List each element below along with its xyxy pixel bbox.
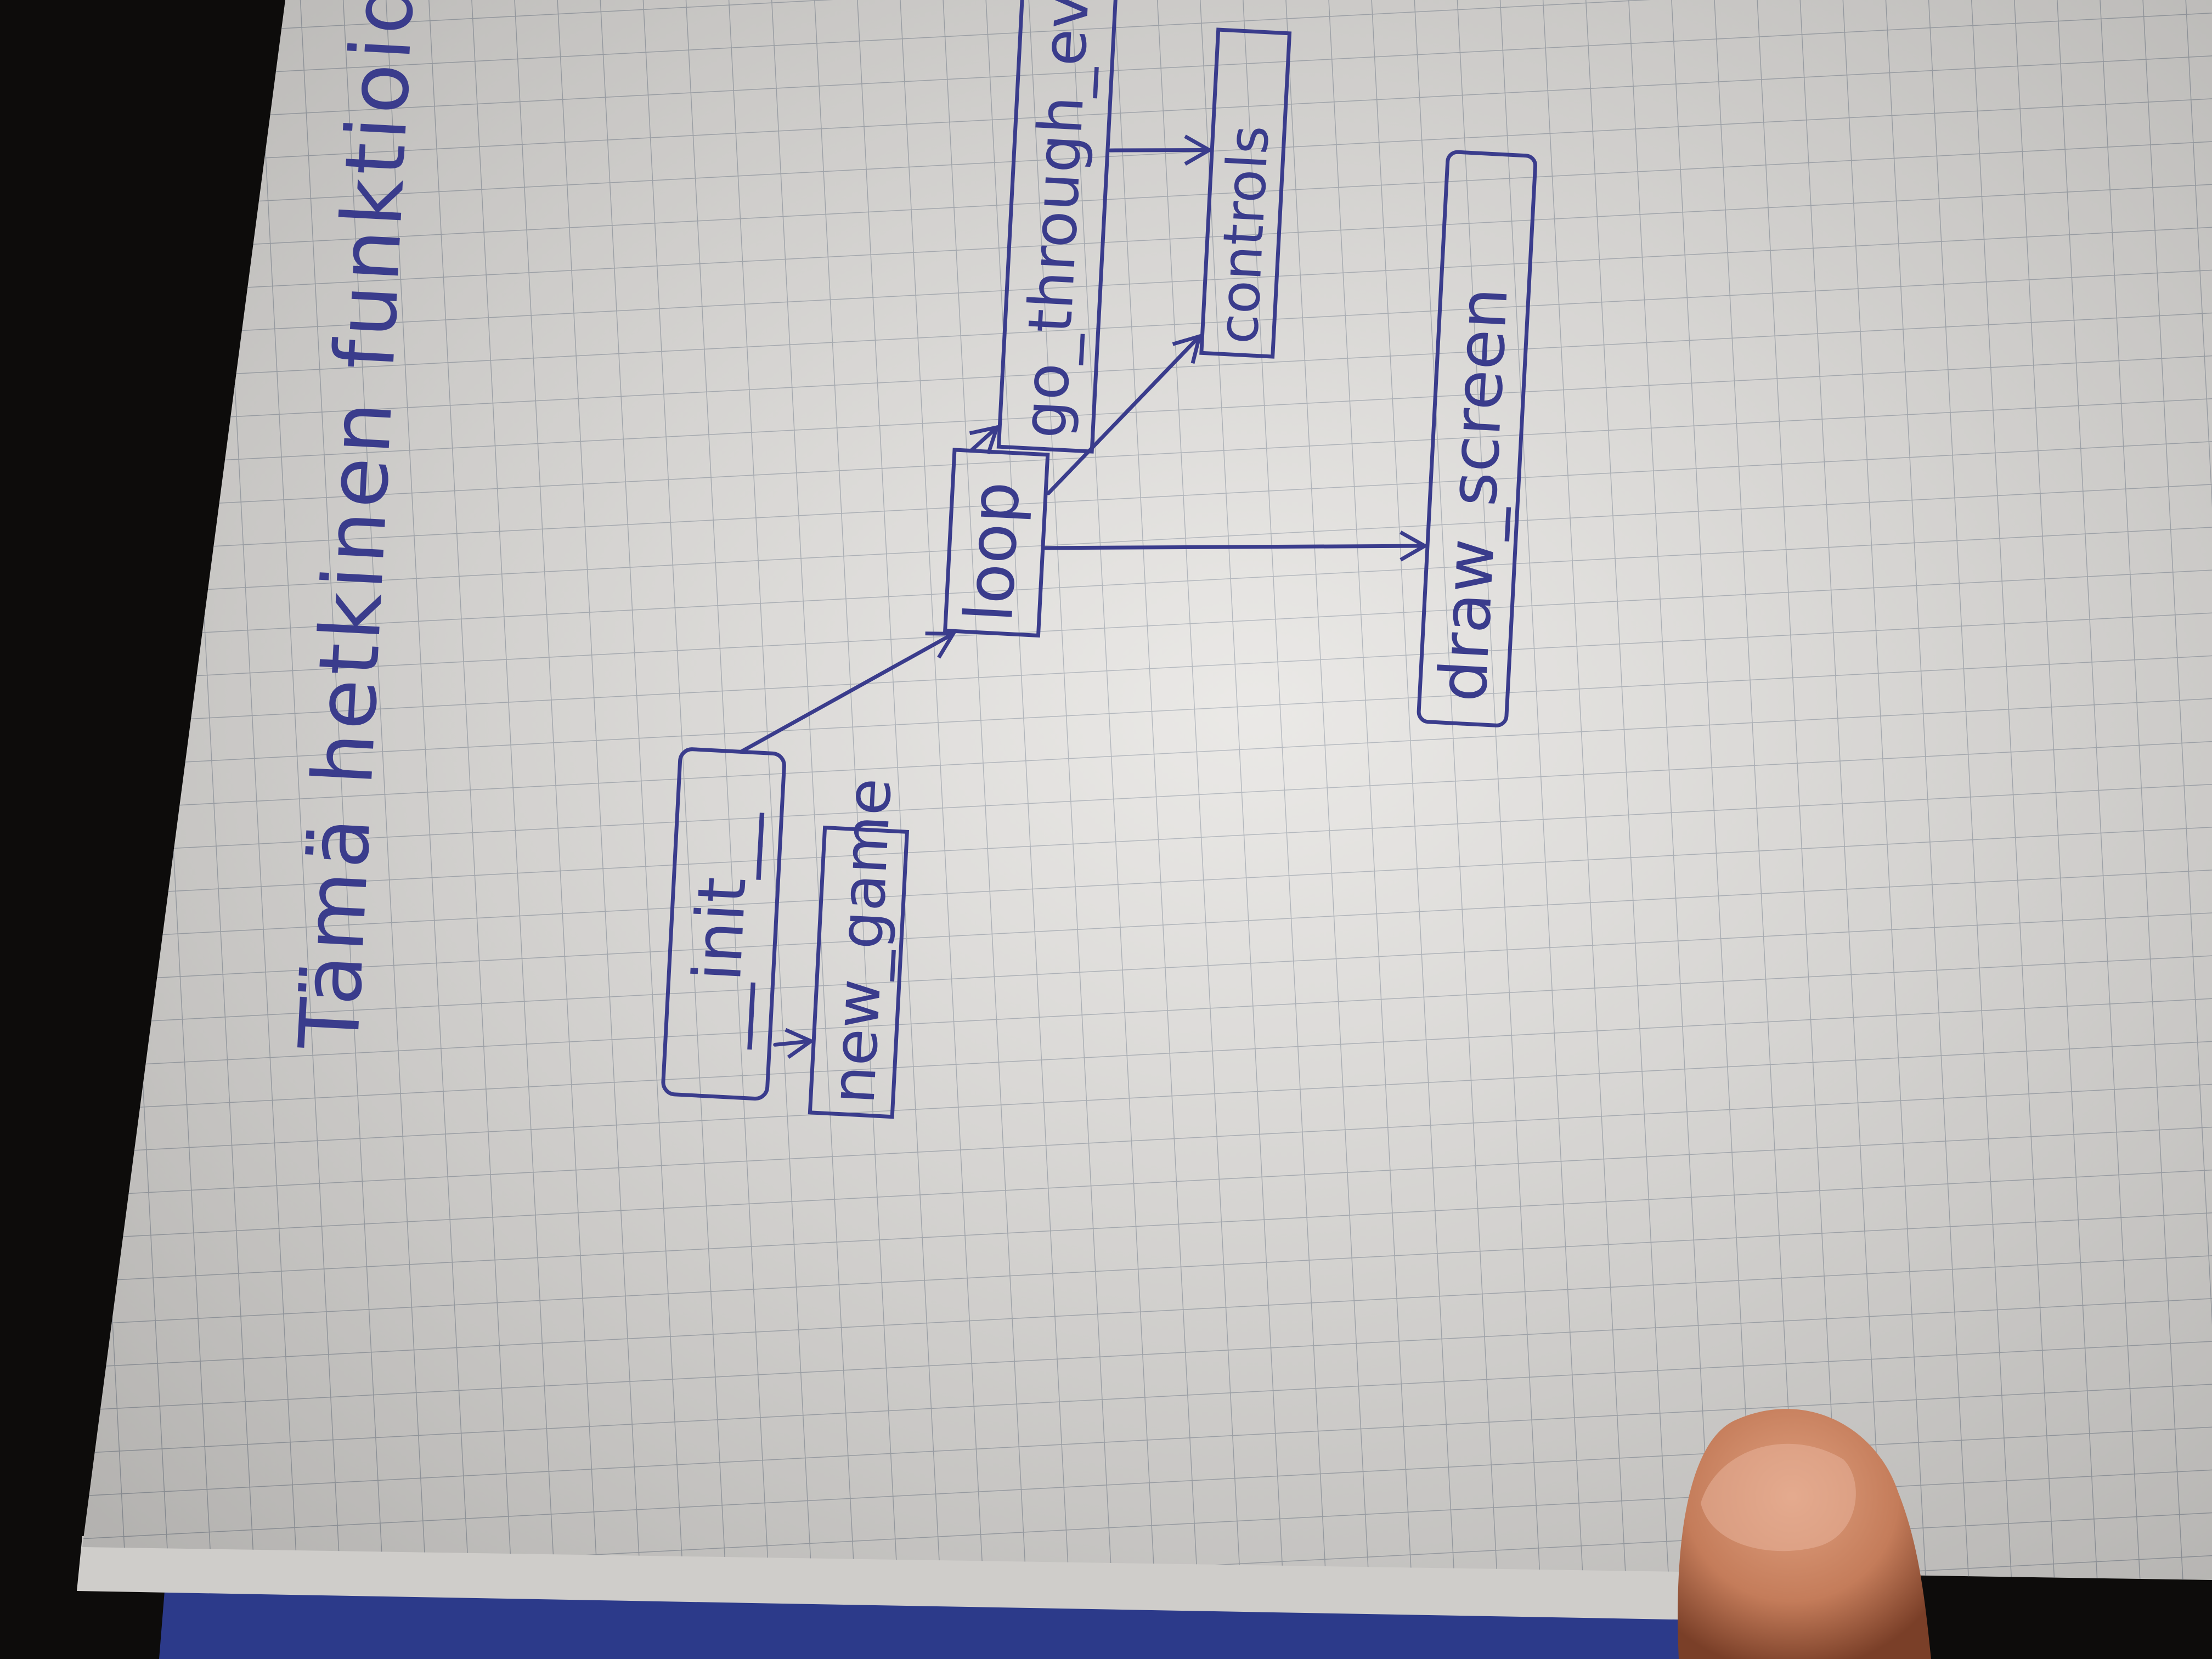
edge-loop-draw-screen <box>1043 531 1429 562</box>
page-stack <box>77 1536 1920 1624</box>
node-controls-label: controls <box>1206 123 1282 345</box>
edge-init-loop <box>739 631 957 754</box>
node-init-label: __init__ <box>676 809 765 1050</box>
edge-loop-controls <box>1046 334 1203 495</box>
node-loop: loop <box>943 448 1050 638</box>
node-controls: controls <box>1199 27 1292 359</box>
edge-loop-go-through-events <box>969 425 1000 455</box>
node-new-game: new_game <box>808 776 910 1119</box>
node-new-game-label: new_game <box>817 776 905 1105</box>
edge-go-through-events-controls <box>1108 134 1214 166</box>
edge-init-new-game <box>773 1028 815 1059</box>
node-loop-label: loop <box>951 479 1035 624</box>
node-init: __init__ <box>661 747 786 1101</box>
paper-lighting <box>82 0 2212 1580</box>
finger <box>1678 1409 1931 1659</box>
